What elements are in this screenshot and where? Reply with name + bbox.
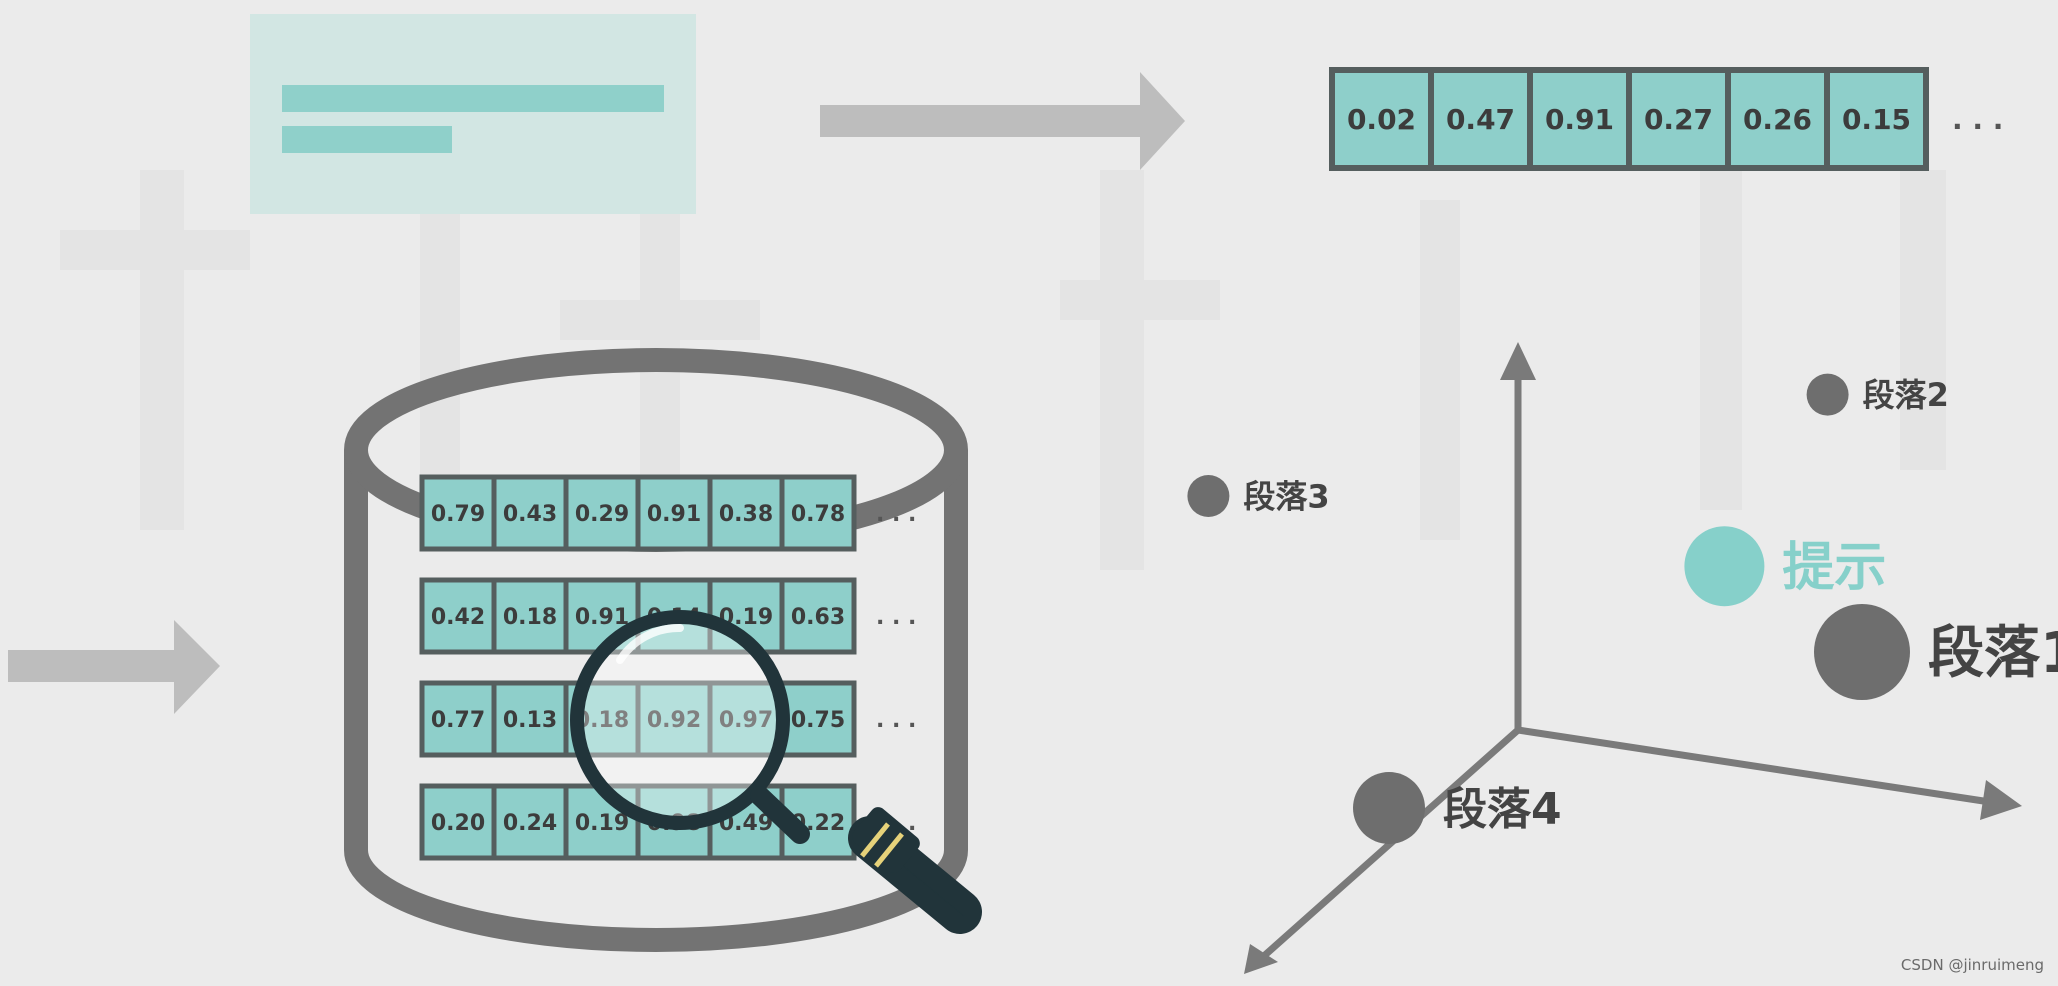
query-vector-value: 0.15 [1842, 103, 1911, 136]
document-text-line [282, 126, 452, 153]
database-cell-value: 0.63 [791, 605, 845, 630]
point-label: 段落4 [1443, 784, 1562, 835]
database-row-ellipsis: . . . [876, 605, 916, 630]
query-vector-cell: 0.26 [1725, 67, 1830, 171]
query-vector-cell: 0.47 [1428, 67, 1533, 171]
database-cell-value: 0.91 [647, 502, 701, 527]
point-marker [1353, 772, 1425, 844]
embedding-point: 段落2 [1806, 373, 1949, 416]
point-marker [1187, 475, 1230, 517]
embedding-points: 段落2 段落3 提示段落1 段落4 [1187, 373, 2058, 844]
database-cell: 0.97 [707, 680, 785, 758]
database-cell-value: 0.97 [719, 708, 773, 733]
database-cell-value: 0.24 [503, 811, 557, 836]
query-vector-ellipsis: . . . [1952, 103, 2003, 136]
query-vector: 0.02 0.47 0.91 0.27 0.26 0.15 . . . [1329, 67, 2003, 171]
embed-arrow [820, 72, 1185, 170]
point-marker [1684, 526, 1765, 607]
database-cell: 0.78 [779, 474, 857, 552]
query-vector-cell: 0.27 [1626, 67, 1731, 171]
database-cell-value: 0.77 [431, 708, 485, 733]
database-row: 0.79 0.43 0.29 0.91 0.38 0.78 . . . [419, 474, 916, 552]
database-cell-value: 0.42 [431, 605, 485, 630]
x-axis [1517, 726, 1991, 806]
magnifier-icon [570, 610, 982, 934]
database-cell-value: 0.79 [431, 502, 485, 527]
document-text-line [282, 85, 664, 112]
database-cell-value: 0.20 [431, 811, 485, 836]
database-cell: 0.77 [419, 680, 497, 758]
query-vector-value: 0.26 [1743, 103, 1812, 136]
database-row-ellipsis: . . . [876, 708, 916, 733]
database-cell: 0.38 [707, 474, 785, 552]
point-label: 提示 [1782, 538, 1886, 598]
database-cell: 0.63 [779, 577, 857, 655]
query-vector-value: 0.91 [1545, 103, 1614, 136]
database-cell-value: 0.92 [647, 708, 701, 733]
store-arrow [8, 620, 220, 714]
database-cell: 0.24 [491, 783, 569, 861]
database-cell: 0.29 [563, 474, 641, 552]
database-cell: 0.75 [779, 680, 857, 758]
database-row-ellipsis: . . . [876, 502, 916, 527]
query-vector-value: 0.02 [1347, 103, 1416, 136]
database-cell-value: 0.78 [791, 502, 845, 527]
database-cell: 0.13 [491, 680, 569, 758]
point-label: 段落3 [1243, 478, 1329, 516]
database-cell-value: 0.38 [719, 502, 773, 527]
database-cell: 0.18 [491, 577, 569, 655]
database-cell-value: 0.13 [503, 708, 557, 733]
query-vector-value: 0.27 [1644, 103, 1713, 136]
database-cell: 0.91 [635, 474, 713, 552]
embedding-point: 段落1 [1814, 604, 2058, 700]
embedding-point: 段落4 [1353, 772, 1562, 844]
point-marker [1806, 373, 1849, 416]
database-cell: 0.42 [419, 577, 497, 655]
point-label: 段落2 [1863, 376, 1949, 414]
database-row: 0.200.240.190.980.490.22. . . [419, 783, 916, 861]
document-card [250, 14, 696, 214]
database-cell: 0.79 [419, 474, 497, 552]
query-vector-cell: 0.91 [1527, 67, 1632, 171]
database-cell: 0.20 [419, 783, 497, 861]
database-cell-value: 0.18 [503, 605, 557, 630]
embedding-point: 提示 [1684, 526, 1886, 607]
embedding-point: 段落3 [1187, 475, 1330, 517]
database-cell-value: 0.29 [575, 502, 629, 527]
database-cell-value: 0.43 [503, 502, 557, 527]
database-cell-value: 0.19 [575, 811, 629, 836]
database-cell: 0.43 [491, 474, 569, 552]
query-vector-cell: 0.02 [1329, 67, 1434, 171]
database-cell-value: 0.91 [575, 605, 629, 630]
watermark: CSDN @jinruimeng [1900, 956, 2044, 974]
point-label: 段落1 [1928, 621, 2058, 686]
query-vector-cell: 0.15 [1824, 67, 1929, 171]
point-marker [1814, 604, 1910, 700]
query-vector-value: 0.47 [1446, 103, 1515, 136]
database-cell-value: 0.75 [791, 708, 845, 733]
database-cell: 0.49 [707, 783, 785, 861]
